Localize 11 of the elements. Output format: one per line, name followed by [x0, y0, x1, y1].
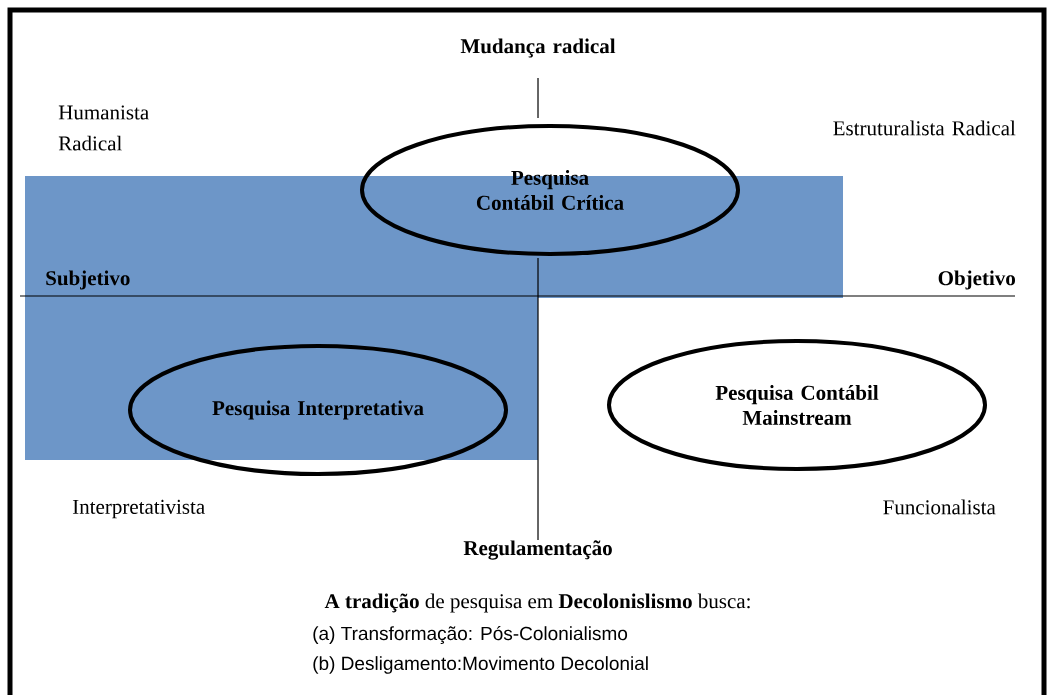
quadrant-label: Interpretativista [72, 499, 205, 519]
quadrant-label: Funcionalista [883, 499, 996, 515]
list-item: (b) Desligamento:Movimento Decolonial [313, 656, 648, 674]
axis-label: Regulamentação [463, 540, 612, 560]
quadrant-label: Estruturalista Radical [833, 120, 1016, 136]
quadrant-label: Humanista Radical [58, 105, 149, 151]
caption-text: A tradição de pesquisa em Decolonislismo busca: [324, 593, 750, 613]
axis-label: Objetivo [938, 270, 1015, 290]
axis-label: Subjetivo [46, 270, 130, 290]
axis-label: Mudança radical [460, 38, 616, 58]
list-item: (a) Transformação: Pós-Colonialismo [313, 626, 628, 644]
